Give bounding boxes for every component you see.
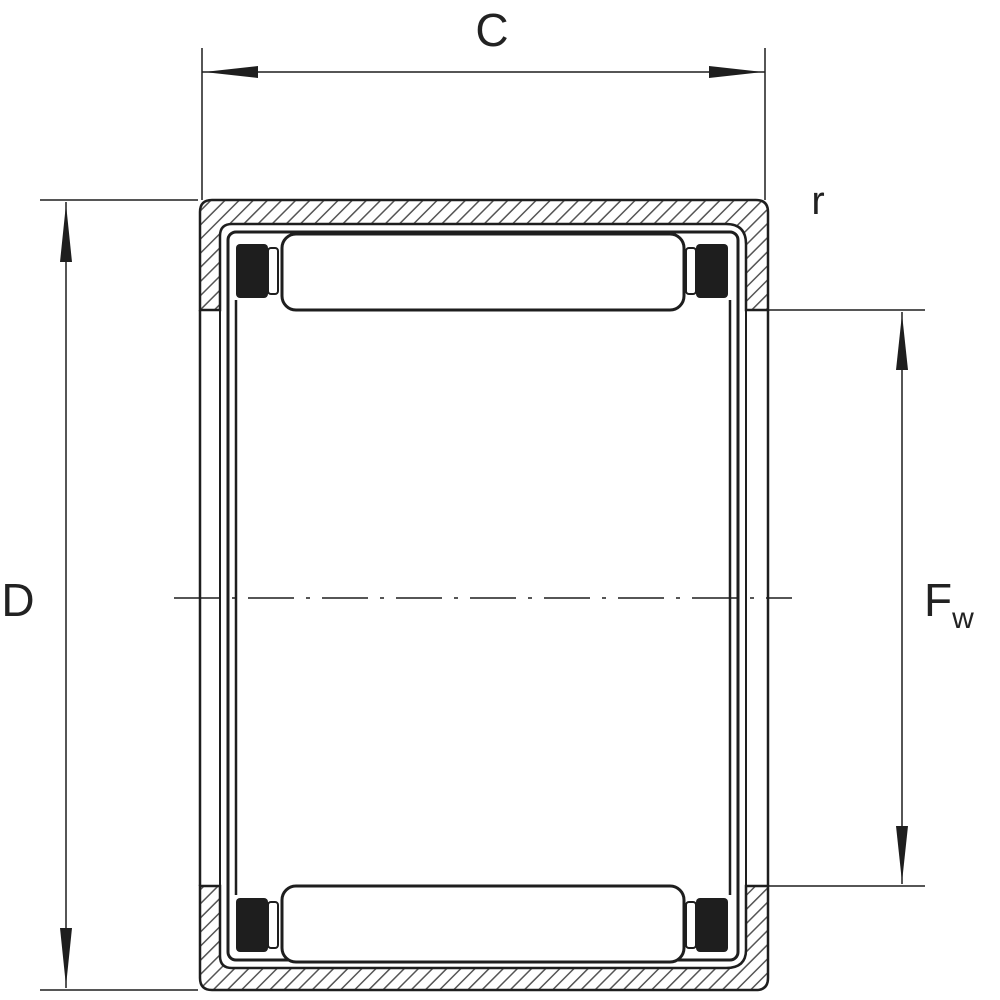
arrowhead-c-left — [204, 66, 258, 78]
dimension-c: C — [201, 4, 766, 200]
dimension-fw: Fw — [745, 309, 974, 887]
label-fw-subscript: w — [951, 602, 974, 635]
arrowhead-fw-bottom — [896, 826, 908, 882]
arrowhead-d-top — [60, 204, 72, 262]
label-d: D — [1, 574, 34, 626]
arrowhead-fw-top — [896, 314, 908, 370]
cage-pocket-top-right — [696, 244, 728, 298]
cage-frame-outer — [226, 230, 740, 962]
arrowhead-c-right — [709, 66, 763, 78]
dimension-d: D — [1, 199, 198, 991]
cage-pockets — [236, 244, 728, 952]
cage-lip-top-left — [267, 247, 279, 295]
cup-bottom-section — [198, 884, 770, 992]
needle-roller-bottom — [280, 884, 686, 964]
needle-roller-top — [280, 232, 686, 312]
cage-lip-top-right — [685, 247, 697, 295]
cage-pocket-bottom-right — [696, 898, 728, 952]
cage-pocket-top-left — [236, 244, 268, 298]
cup-top-section — [198, 198, 770, 312]
label-fw-main: F — [924, 574, 952, 626]
cage — [226, 230, 740, 962]
cage-lip-bottom-left — [267, 901, 279, 949]
label-r: r — [811, 179, 824, 223]
arrowhead-d-bottom — [60, 928, 72, 986]
label-fw: Fw — [924, 574, 974, 635]
cage-pocket-bottom-left — [236, 898, 268, 952]
needle-rollers — [280, 232, 686, 964]
label-c: C — [475, 4, 508, 56]
cage-lip-bottom-right — [685, 901, 697, 949]
outer-cup — [198, 198, 770, 992]
